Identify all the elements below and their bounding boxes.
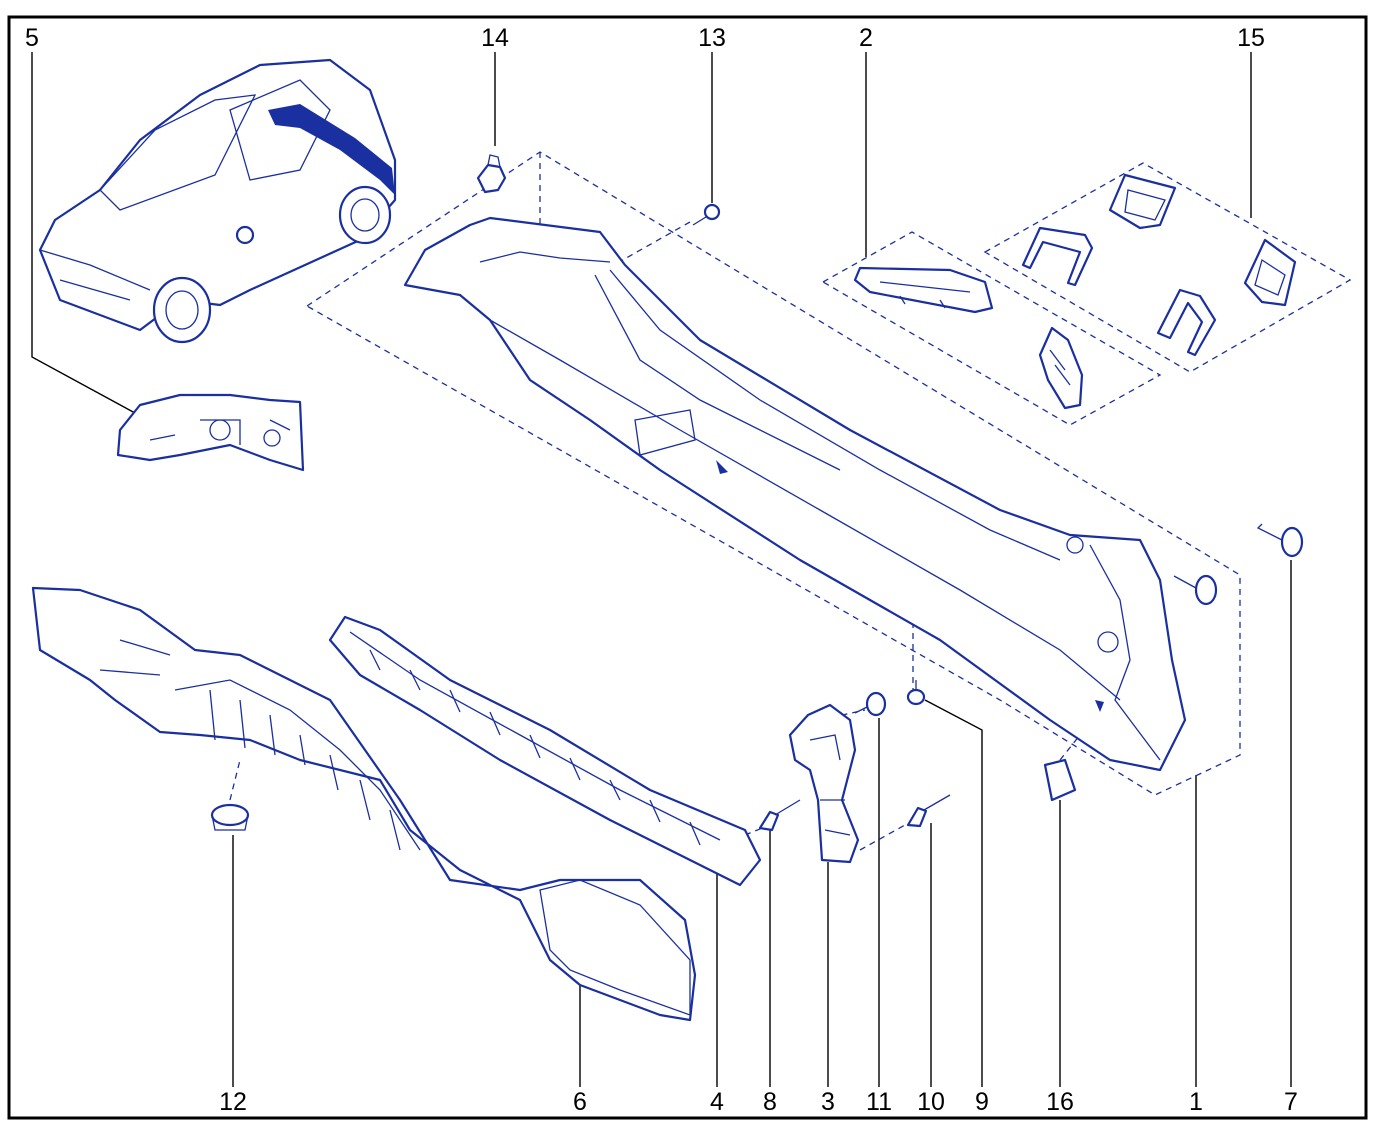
label-4: 4 [710,1088,724,1116]
label-1: 1 [1189,1088,1203,1116]
label-12: 12 [219,1088,247,1116]
part-7-plug-b [1173,574,1218,606]
label-10: 10 [917,1088,945,1116]
label-3: 3 [821,1088,835,1116]
label-16: 16 [1046,1088,1074,1116]
vehicle-illustration [38,58,397,344]
part-13-screw [692,203,721,226]
part-2-trim [853,266,994,314]
label-14: 14 [481,24,509,52]
label-13: 13 [698,24,726,52]
label-9: 9 [975,1088,989,1116]
label-2: 2 [859,24,873,52]
part-labels: 5 14 13 2 15 12 6 4 8 3 11 10 9 16 1 7 [25,24,1298,1116]
label-5: 5 [25,24,39,52]
label-8: 8 [763,1088,777,1116]
part-7-plug [1256,523,1304,558]
part-9-screw [906,680,926,706]
diagram-border [7,15,1368,1120]
label-15: 15 [1237,24,1265,52]
part-14-clip [476,154,507,194]
part-1-bumper-cover [403,216,1187,772]
part-8-rivet [758,799,801,832]
part-11-screw [854,691,887,717]
label-11: 11 [866,1088,892,1116]
part-15-grilles [1021,173,1297,357]
label-7: 7 [1284,1088,1298,1116]
part-2-trim-b [1038,326,1084,410]
label-6: 6 [573,1088,587,1116]
part-3-side-bracket [788,703,860,864]
leader-lines [31,52,1292,1087]
part-12-energy-absorber [31,586,697,1022]
part-4-reinforcement-beam [328,615,762,887]
part-10-rivet [906,794,951,828]
part-16-pad [1043,758,1077,802]
part-5-bracket [116,393,305,472]
